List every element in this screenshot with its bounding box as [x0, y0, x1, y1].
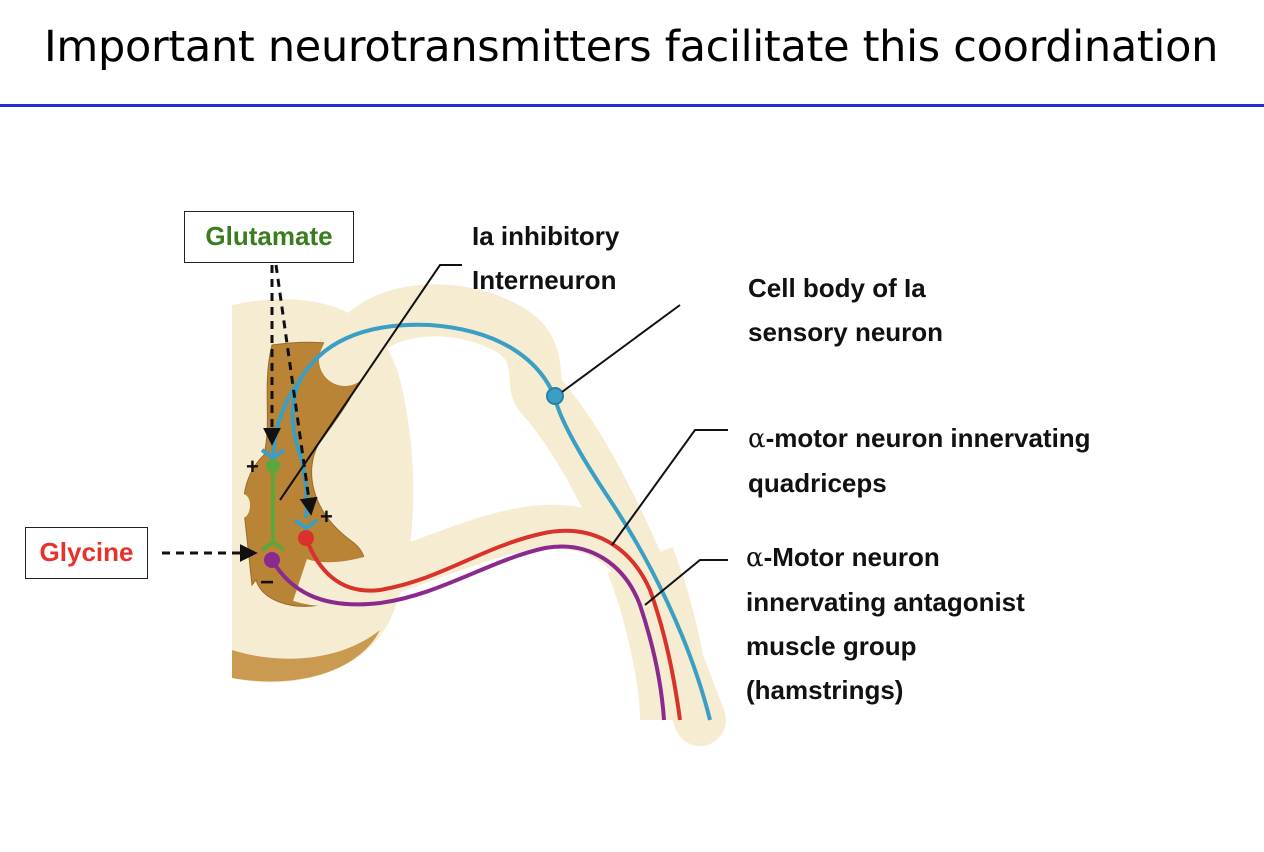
cell-body-label-line1: Cell body of Ia [748, 273, 926, 303]
interneuron-label-line2: Interneuron [472, 265, 617, 295]
sensory-terminal-lower [293, 518, 319, 531]
quadriceps-leader-line [611, 429, 728, 546]
antagonist-motor-label-line4: (hamstrings) [746, 675, 904, 705]
quadriceps-motor-soma [298, 530, 314, 546]
plus-sign-interneuron: + [246, 454, 259, 479]
interneuron-leader-line [279, 264, 462, 501]
title-rule [0, 104, 1264, 107]
glycine-label: Glycine [39, 537, 134, 567]
glutamate-box: Glutamate [184, 211, 354, 263]
quadriceps-motor-label: α-motor neuron innervating quadriceps [748, 416, 1091, 505]
cell-body-label: Cell body of Ia sensory neuron [748, 266, 943, 354]
minus-sign-motor: − [260, 569, 274, 596]
plus-sign-motor: + [320, 504, 333, 529]
glycine-box: Glycine [25, 527, 148, 579]
hamstrings-motor-soma [264, 552, 280, 568]
glutamate-label: Glutamate [205, 221, 333, 251]
central-canal [232, 493, 250, 519]
cell-body-leader-line [561, 304, 681, 393]
alpha-symbol: α [746, 543, 764, 573]
interneuron-label-line1: Ia inhibitory [472, 221, 620, 251]
alpha-symbol: α [748, 424, 766, 454]
quadriceps-motor-label-line1: α-motor neuron innervating [748, 416, 1091, 461]
slide-title: Important neurotransmitters facilitate t… [44, 22, 1219, 72]
cell-body-label-line2: sensory neuron [748, 317, 944, 347]
motor-neuron-quadriceps [304, 528, 682, 721]
antagonist-motor-label-line3: muscle group [746, 631, 917, 661]
antagonist-motor-label-text: -Motor neuron [763, 542, 940, 572]
ia-sensory-branch [271, 378, 302, 456]
interneuron-terminal [260, 539, 286, 552]
antagonist-motor-label: α-Motor neuron innervating antagonist mu… [746, 535, 1025, 712]
interneuron-label: Ia inhibitory Interneuron [472, 214, 619, 302]
ia-sensory-neuron [290, 322, 712, 721]
hamstrings-leader-line [644, 559, 728, 606]
motor-neuron-hamstrings [270, 544, 666, 721]
quadriceps-motor-label-text: -motor neuron innervating [765, 423, 1091, 453]
interneuron-soma [266, 459, 280, 473]
antagonist-motor-label-line1: α-Motor neuron [746, 535, 1025, 580]
antagonist-motor-label-line2: innervating antagonist [746, 587, 1025, 617]
ia-cell-body [546, 387, 564, 405]
quadriceps-motor-label-line2: quadriceps [748, 468, 887, 498]
sensory-terminal-upper [260, 448, 286, 461]
